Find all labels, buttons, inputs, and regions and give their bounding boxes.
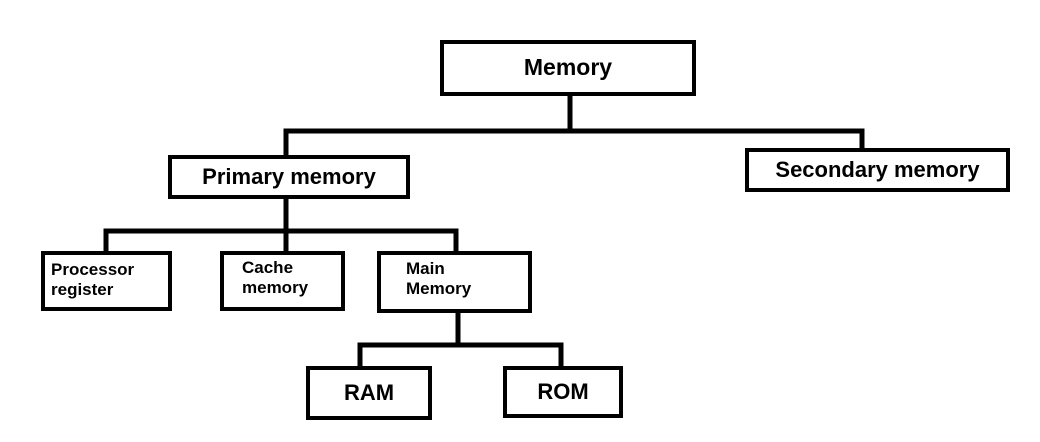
node-memory: Memory [440, 40, 696, 96]
node-memory-label: Memory [523, 54, 613, 81]
node-rom: ROM [503, 366, 623, 418]
node-main-memory-label: Main Memory [406, 259, 472, 299]
node-cache-memory-label: Cache memory [242, 258, 309, 298]
node-secondary-memory: Secondary memory [745, 148, 1010, 192]
node-cache-memory: Cache memory [220, 251, 345, 311]
node-secondary-memory-label: Secondary memory [775, 156, 980, 182]
node-primary-memory: Primary memory [168, 155, 410, 199]
node-ram-label: RAM [343, 379, 395, 405]
node-primary-memory-label: Primary memory [202, 163, 376, 189]
node-processor-register: Processor register [41, 251, 172, 311]
node-processor-register-label: Processor register [51, 260, 135, 300]
node-rom-label: ROM [537, 378, 589, 404]
node-ram: RAM [306, 366, 432, 420]
node-main-memory: Main Memory [377, 251, 532, 313]
